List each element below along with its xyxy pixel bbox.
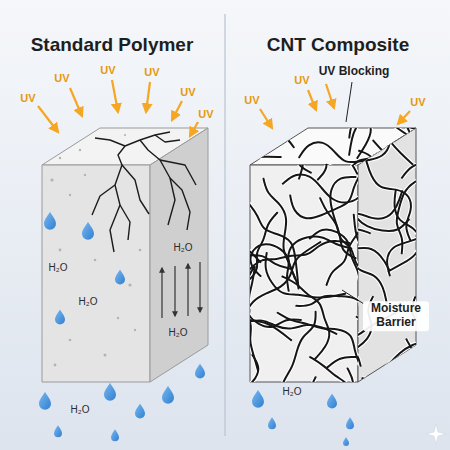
nanotube [310,357,355,427]
nanotube-halo [311,368,353,450]
nanotube [349,111,410,153]
polymer-cube [42,128,208,382]
nanotube-halo [303,220,390,270]
nanotube [245,242,321,315]
nanotube [402,121,450,178]
water-label: H₂O [49,262,68,274]
nanotube [337,268,361,366]
divider [224,14,225,436]
nanotube [320,123,413,165]
nanotube-halo [203,125,300,146]
nanotube-halo [201,189,261,262]
nanotube [314,191,402,221]
panel-heading: CNT Composite [267,34,410,56]
nanotube-halo [310,357,355,427]
water-label: H₂O [79,296,98,308]
uv-label: UV [244,94,259,107]
nanotube [227,80,298,128]
nanotube [199,250,290,271]
nanotube-halo [199,250,290,271]
nanotube-halo [309,97,370,158]
nanotube-halo [318,122,388,180]
panel-heading: Standard Polymer [31,34,194,56]
uv-label: UV [54,72,69,85]
nanotube-halo [219,86,294,147]
stress-arrows [162,262,200,318]
nanotube [318,122,388,180]
water-label: H₂O [283,386,302,398]
nanotube [397,179,444,254]
nanotube-halo [227,80,298,128]
nanotube [233,316,336,334]
water-label: H₂O [169,327,188,339]
nanotube [206,157,280,190]
water-label: H₂O [71,404,90,416]
nanotube-halo [320,123,413,165]
nanotube-halo [395,366,450,378]
sparkle-mark [426,424,446,444]
uv-label: UV [20,92,35,105]
nanotube-halo [402,121,450,178]
uv-label: UV [100,64,115,77]
callout-label: Moisture Barrier [363,301,429,331]
uv-label: UV [180,86,195,99]
nanotube-halo [337,268,361,366]
nanotube-halo [311,377,319,450]
uv-label: UV [198,108,213,121]
nanotube [201,189,261,262]
nanotube-halo [362,339,423,384]
nanotube-halo [299,296,356,360]
nanotube [299,296,356,360]
nanotube-halo [314,191,402,221]
nanotube-halo [367,95,436,160]
nanotube-halo [188,319,291,340]
crack-lines [92,132,196,252]
nanotube-mesh [289,95,450,402]
callout-label: UV Blocking [319,65,390,79]
uv-label: UV [410,96,425,109]
nanotube-mesh [188,92,415,450]
nanotube [231,213,278,304]
nanotube [289,229,370,285]
nanotube [362,339,423,384]
nanotube [309,97,370,158]
nanotube-halo [243,355,269,445]
nanotube [389,191,420,271]
nanotube [282,276,329,358]
nanotube [311,377,319,450]
nanotube [366,161,411,240]
nanotube-halo [289,229,370,285]
uv-label: UV [144,66,159,79]
cnt-cube [188,70,450,450]
uv-label: UV [294,74,309,87]
nanotube [395,366,450,378]
nanotube [219,86,294,147]
leader-lines [342,82,364,304]
nanotube [203,125,300,146]
nanotube [303,220,390,270]
nanotube [330,177,355,258]
nanotube [367,95,436,160]
nanotube [283,175,369,203]
nanotube [247,267,300,327]
nanotube [243,355,269,445]
nanotube [311,368,353,450]
nanotube [320,198,378,284]
nanotube-halo [206,157,280,190]
nanotube [290,173,361,218]
nanotube [266,253,346,297]
nanotube-halo [283,175,369,203]
water-label: H₂O [174,242,193,254]
nanotube [264,179,295,279]
nanotube-halo [282,276,329,358]
nanotube [188,319,291,340]
nanotube-mesh [203,70,450,240]
